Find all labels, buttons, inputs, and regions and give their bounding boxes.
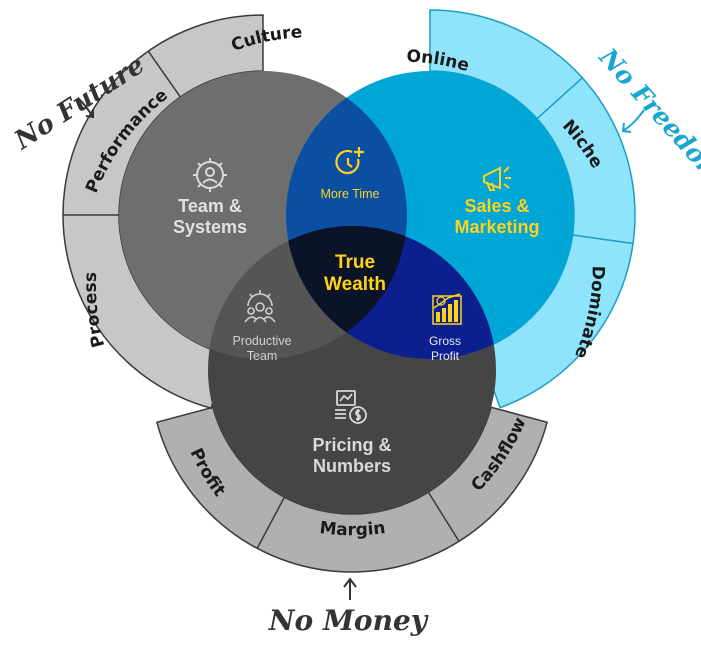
chart-money-icon: [335, 390, 367, 424]
team-gear-icon: [244, 290, 276, 323]
arrow-icon: [343, 577, 357, 600]
segment-divider: [256, 496, 286, 549]
sales-marketing-label-1: Sales &: [464, 196, 529, 216]
more-time-label: More Time: [320, 187, 379, 201]
gear-person-icon: [193, 158, 227, 192]
segment-divider: [572, 234, 634, 245]
outer-ring: [62, 9, 636, 573]
overlap-gross-profit: [286, 226, 496, 359]
segment-divider: [536, 77, 583, 120]
arrow-icon: [77, 97, 94, 119]
team-systems-label-1: Team &: [178, 196, 242, 216]
outer-ring-dividers: [63, 50, 634, 549]
true-wealth-label-1: True: [335, 252, 375, 273]
gross-profit-label-1: Gross: [429, 334, 461, 348]
sales-marketing-label-2: Marketing: [454, 217, 539, 237]
clock-plus-icon: [335, 147, 364, 175]
arrow-icon: [621, 109, 645, 133]
no-money-annotation: No Money: [268, 577, 429, 637]
pricing-numbers-label-1: Pricing &: [312, 435, 391, 455]
true-wealth-label-2: Wealth: [324, 274, 386, 295]
productive-team-label-1: Productive: [232, 334, 291, 348]
segment-divider: [147, 50, 182, 98]
segment-label-margin: Margin: [319, 518, 387, 540]
growth-chart-icon: [432, 293, 462, 325]
overlap-productive-team: [208, 226, 407, 359]
team-systems-label-2: Systems: [173, 217, 247, 237]
gross-profit-label-2: Profit: [431, 349, 460, 363]
megaphone-icon: [483, 166, 511, 191]
pricing-numbers-label-2: Numbers: [313, 456, 391, 476]
segment-divider: [427, 491, 460, 542]
no-money-label: No Money: [268, 604, 429, 637]
productive-team-label-2: Team: [247, 349, 278, 363]
